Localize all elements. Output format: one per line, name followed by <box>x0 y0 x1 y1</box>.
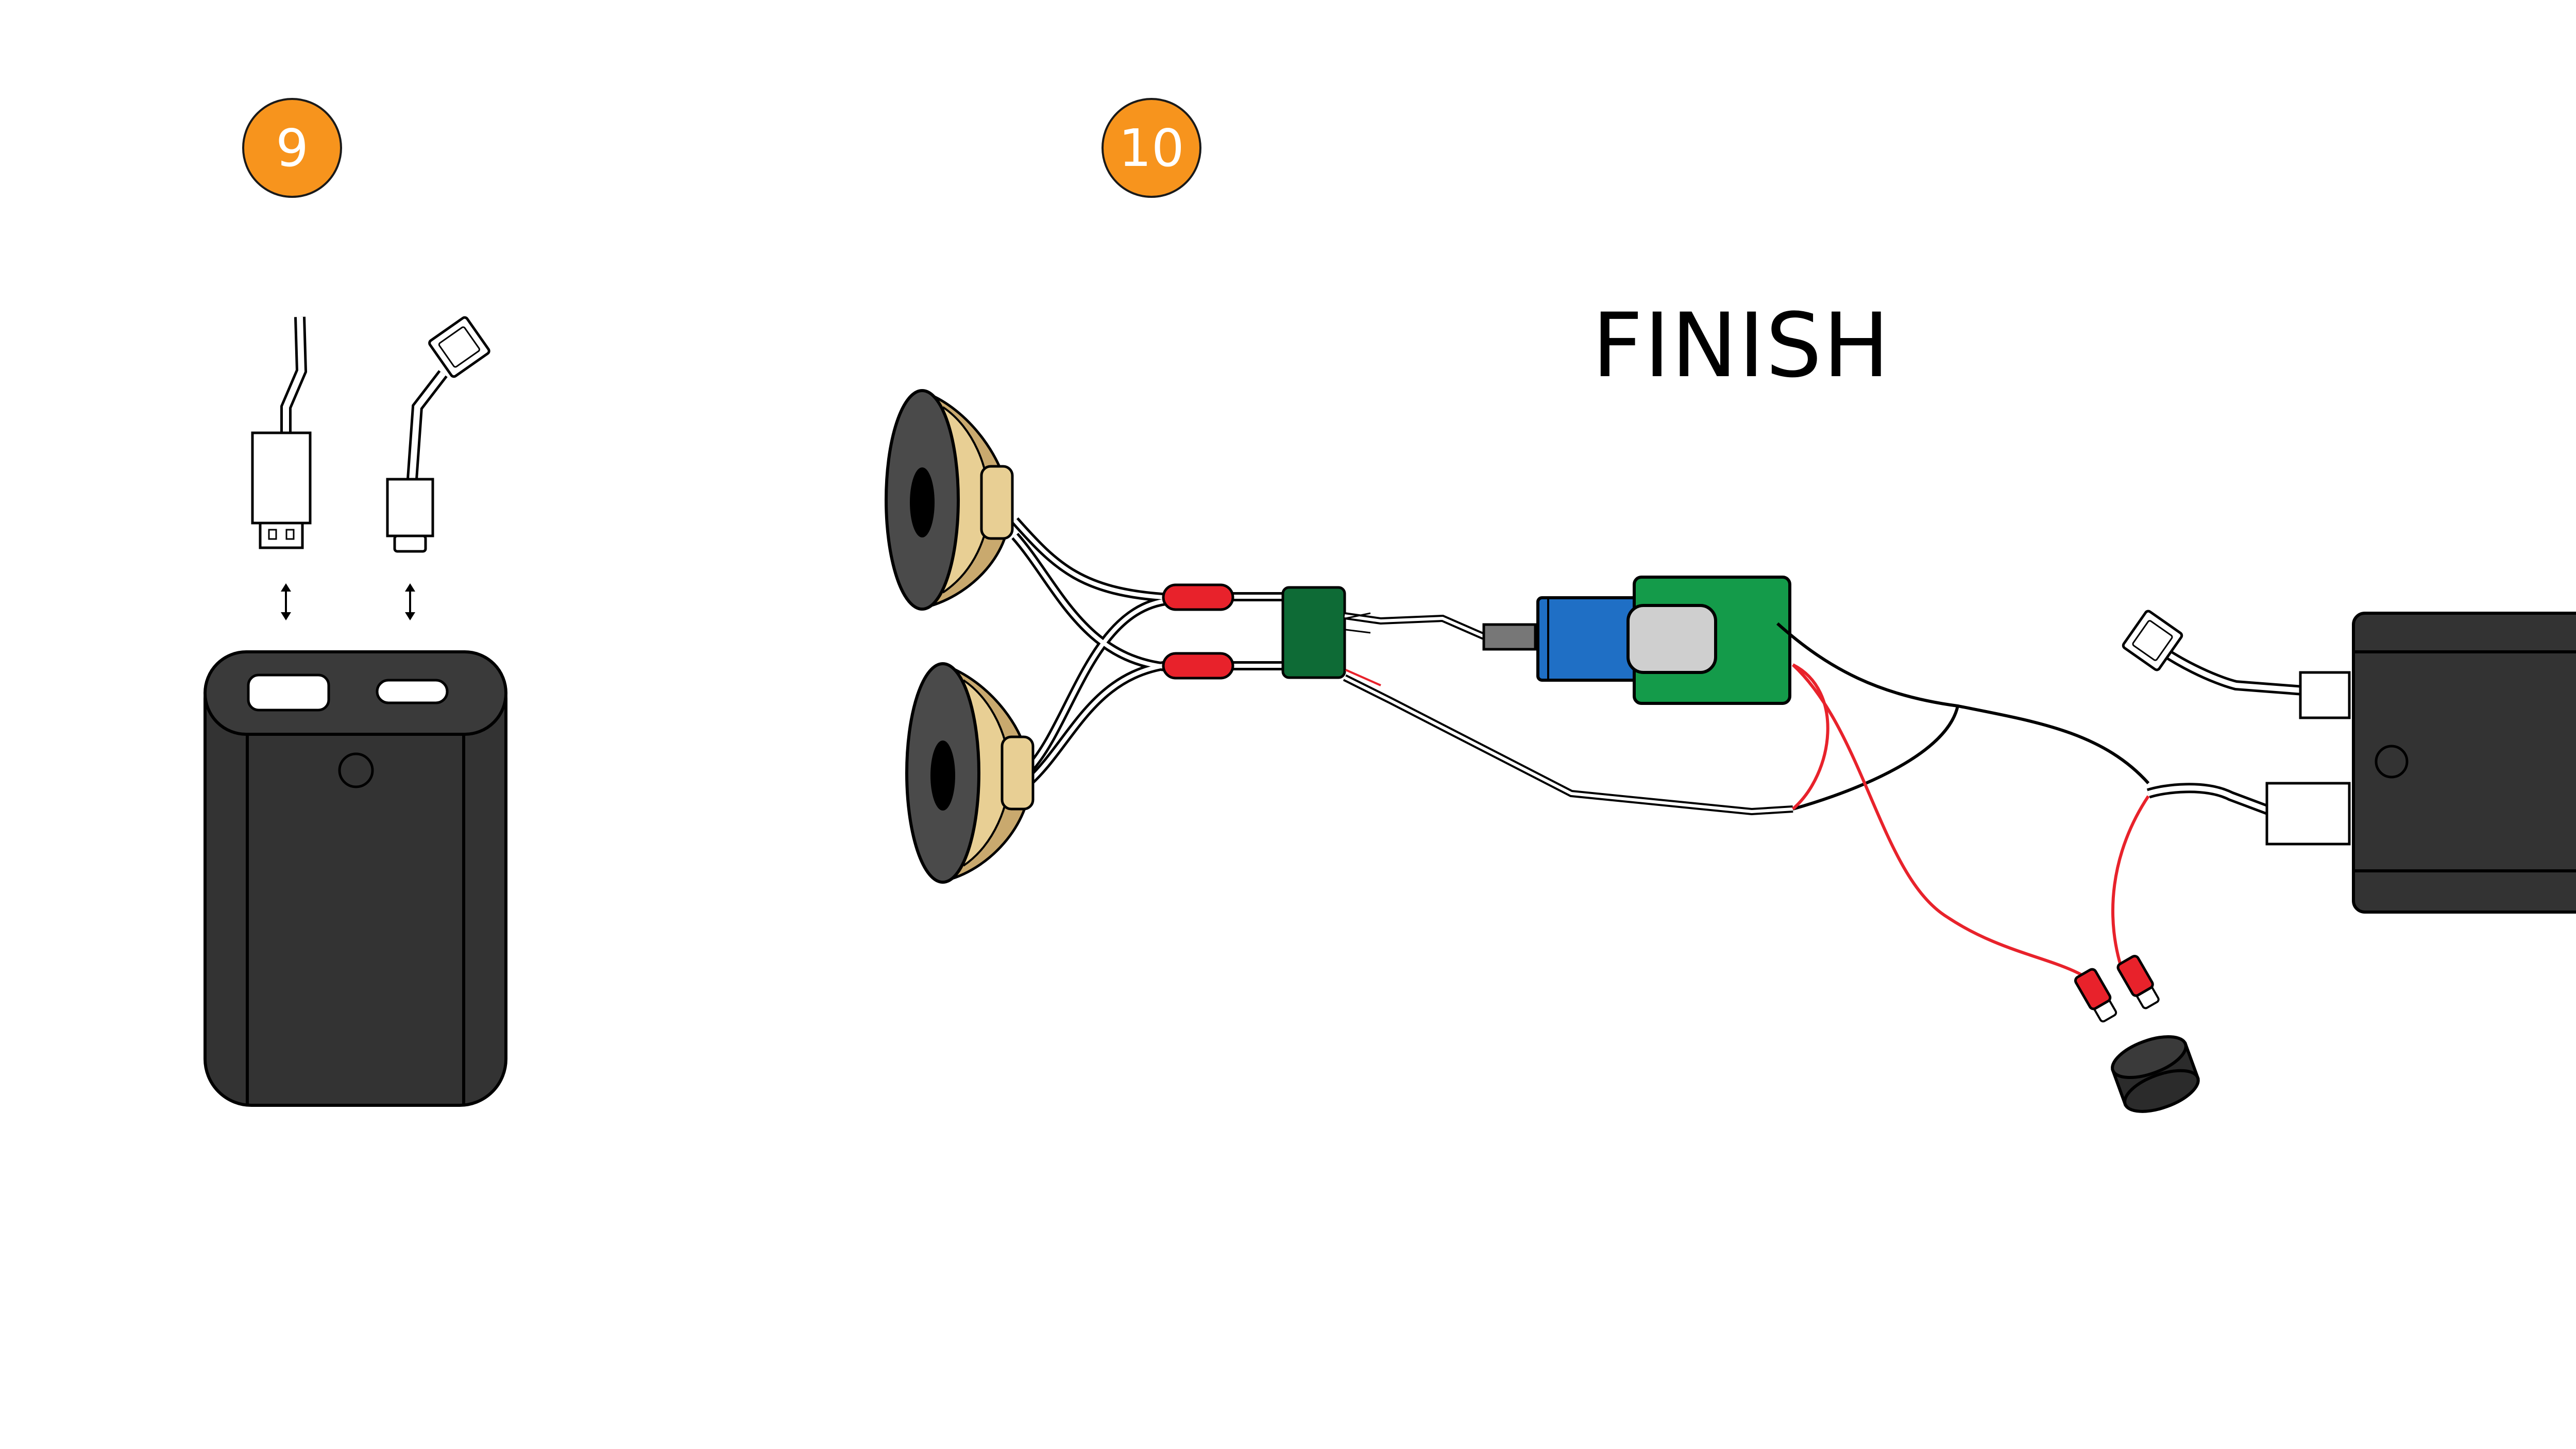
speaker-icon <box>885 389 1014 611</box>
power-bank-icon <box>2352 612 2576 914</box>
usb-c-plug-icon <box>386 316 490 553</box>
usb-c-plug-icon <box>2122 610 2351 719</box>
terminal-block <box>1281 586 1346 679</box>
double-arrow-icon <box>281 583 291 620</box>
step-10-badge: 10 <box>1101 98 1201 198</box>
push-button-icon <box>2074 954 2200 1113</box>
speaker-icon <box>905 662 1035 884</box>
step-10-number: 10 <box>1118 117 1184 178</box>
usb-module-icon <box>1536 596 1642 682</box>
power-bank-icon <box>204 650 507 1107</box>
step-9-badge: 9 <box>242 98 342 198</box>
speaker-wires <box>1011 517 1171 784</box>
finish-title: FINISH <box>1592 294 1891 397</box>
red-crimp-connector <box>1162 583 1234 680</box>
step-9-number: 9 <box>276 117 309 178</box>
usb-a-plug-icon <box>2265 782 2351 846</box>
usb-a-plug-icon <box>251 316 312 549</box>
double-arrow-icon <box>405 583 415 620</box>
amplifier-board-icon <box>1626 576 1791 705</box>
